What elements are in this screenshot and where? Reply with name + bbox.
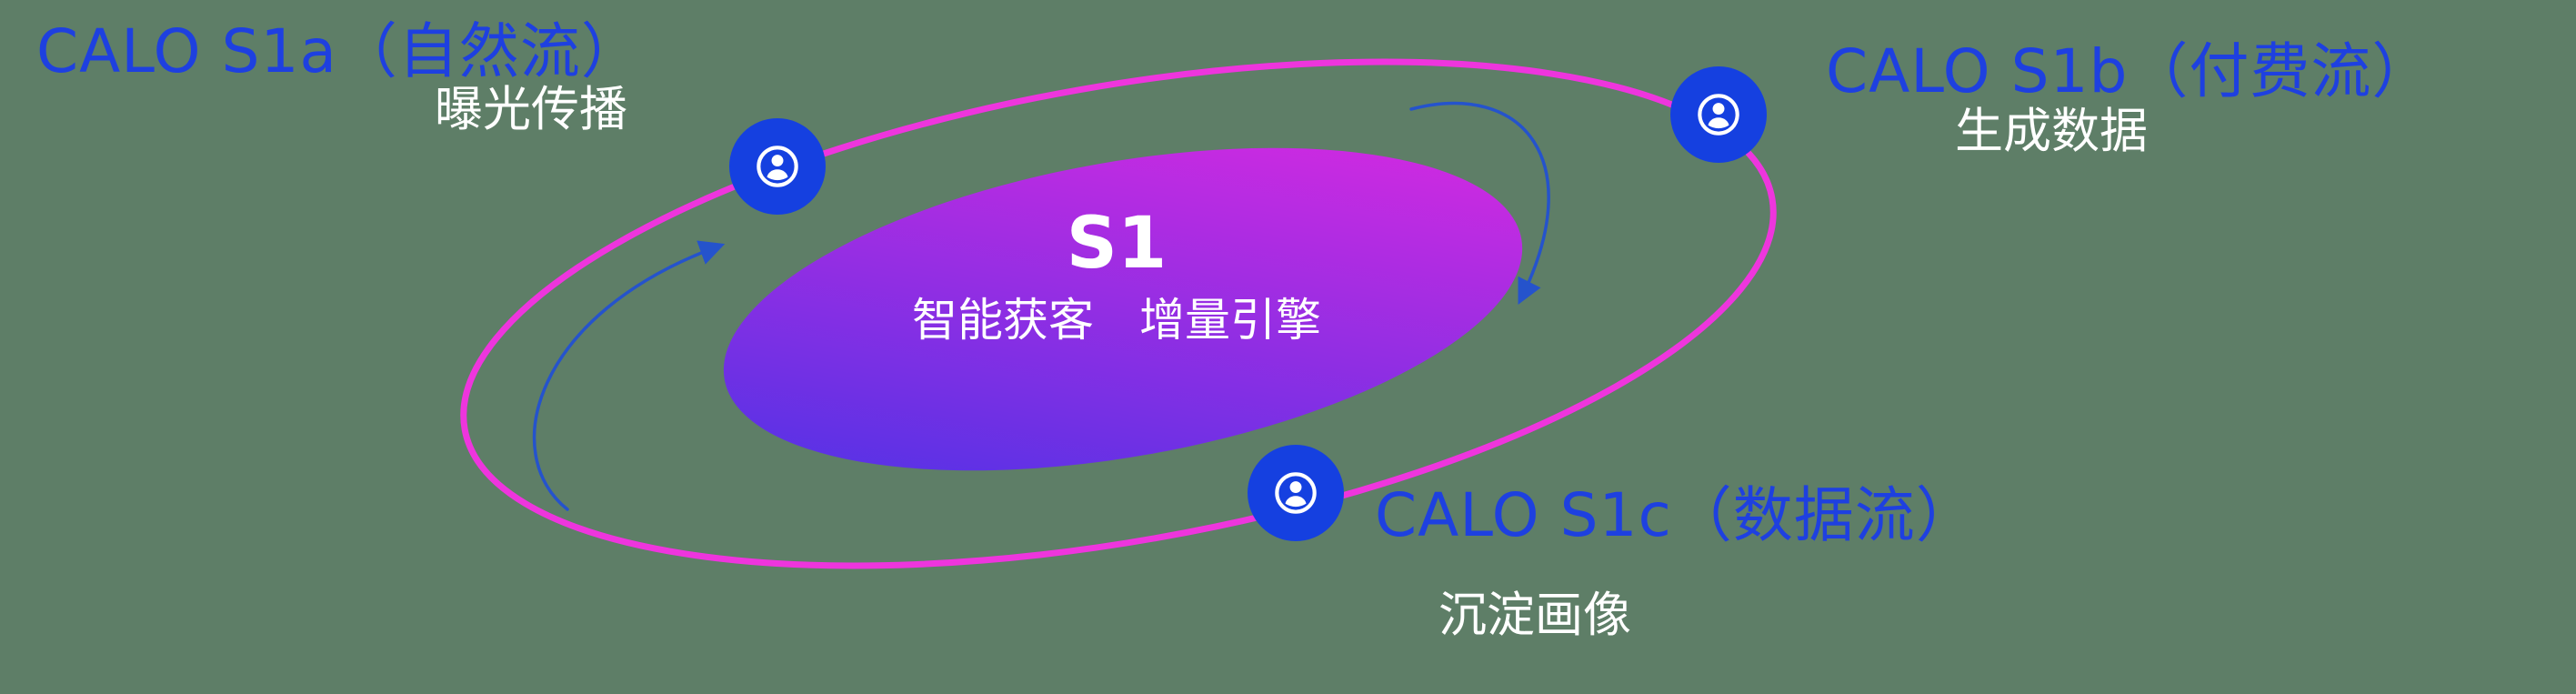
node-s1c [1248,445,1344,541]
center-subtitle: 智能获客 增量引擎 [912,294,1321,347]
node-s1b [1670,66,1767,163]
sublabel-s1b: 生成数据 [1955,104,2148,159]
arrow-left-curve-icon [532,240,726,511]
user-icon [1275,472,1317,514]
center-ellipse [723,147,1523,471]
user-icon [1698,94,1739,136]
sublabel-s1c: 沉淀画像 [1438,588,1631,643]
orbit-ring [460,58,1777,569]
center-title: S1 [1066,203,1168,285]
arrow-right-curve-icon [1409,101,1550,306]
user-icon [757,146,798,187]
label-s1a: CALO S1a（自然流） [36,16,642,86]
sublabel-s1a: 曝光传播 [435,82,627,137]
node-s1a [729,118,826,215]
label-s1c: CALO S1c（数据流） [1375,480,1977,550]
label-s1b: CALO S1b（付费流） [1826,36,2433,106]
